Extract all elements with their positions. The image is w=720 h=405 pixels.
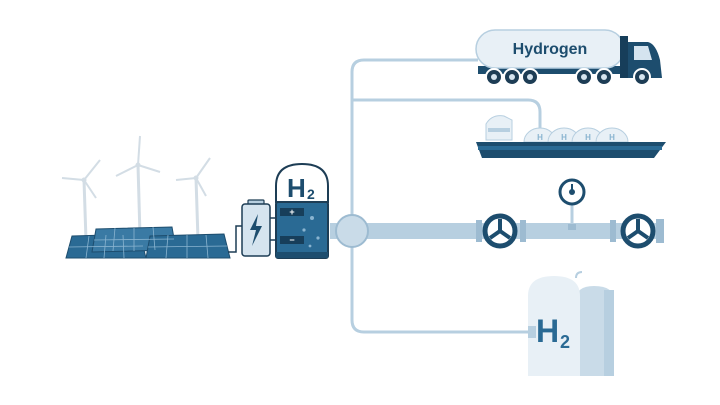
solar-panel-array: [65, 226, 231, 259]
storage-tank-front: [528, 276, 580, 376]
wind-turbine-left: [61, 159, 101, 241]
pipeline-junction-node: [335, 214, 369, 248]
electrolyzer-dome: [275, 162, 329, 203]
line-to-ship: [352, 98, 542, 136]
ship-tank-letter-3: H: [585, 133, 591, 142]
pressure-gauge: [558, 178, 586, 230]
ship-tank-letter-4: H: [609, 133, 615, 142]
truck-tank-label: Hydrogen: [513, 41, 588, 58]
line-to-truck: [350, 58, 478, 218]
pipeline-end-cap: [656, 219, 664, 243]
line-storage-top: [575, 271, 583, 279]
electrolyzer-plus-sign: +: [289, 207, 294, 217]
valve-1: [482, 213, 518, 249]
electrolyzer: + − H 2: [275, 162, 329, 259]
ship-bridge: [485, 115, 513, 141]
ship-tank-letter-1: H: [537, 133, 543, 142]
hydrogen-truck: Hydrogen: [475, 29, 662, 86]
storage-h2-letter: H: [536, 313, 559, 349]
ship-tank-letter-2: H: [561, 133, 567, 142]
hydrogen-storage-tanks: H 2: [528, 276, 614, 376]
line-to-storage: [350, 232, 528, 334]
solar-panel-right: [145, 233, 231, 259]
hydrogen-carrier-ship: H H H H: [476, 115, 666, 158]
wind-turbine-center: [115, 135, 161, 237]
electrolyzer-h2-letter: H: [287, 173, 306, 203]
valve-2: [620, 213, 656, 249]
truck-chassis: [478, 66, 628, 74]
distribution-lines: [350, 58, 583, 334]
storage-h2-subscript: 2: [560, 332, 570, 352]
lightning-icon: [250, 214, 262, 246]
electrolyzer-minus-sign: −: [289, 235, 294, 245]
wind-turbine-right: [175, 157, 211, 241]
ship-tanks: [523, 127, 629, 143]
battery: [241, 199, 271, 257]
electrolyzer-h2-subscript: 2: [307, 186, 315, 202]
